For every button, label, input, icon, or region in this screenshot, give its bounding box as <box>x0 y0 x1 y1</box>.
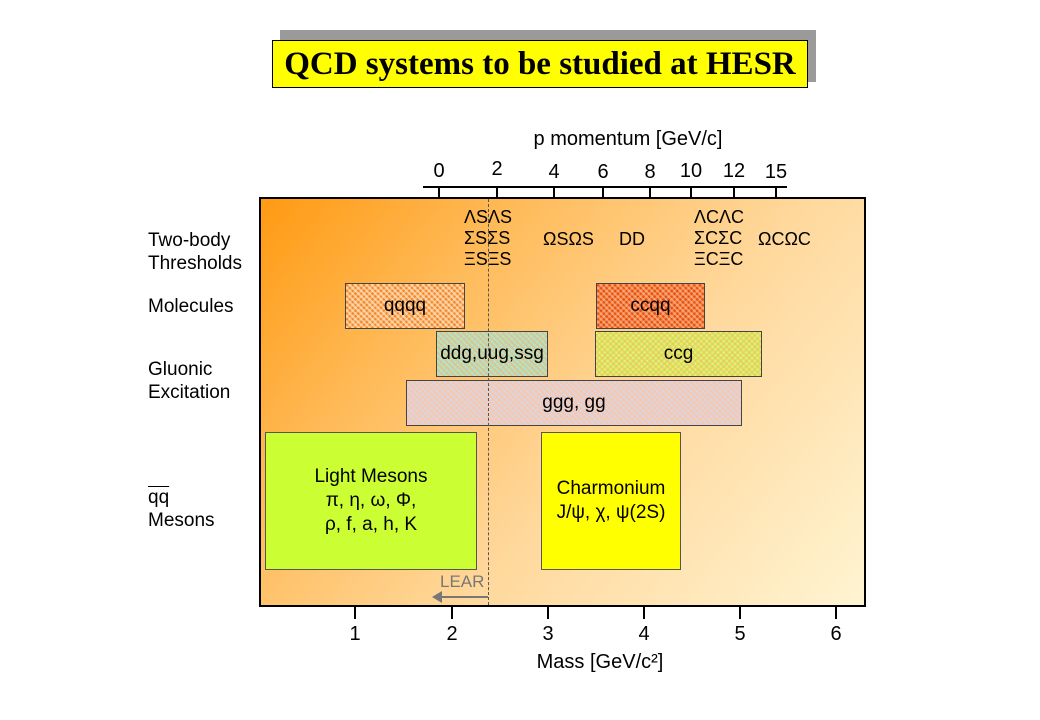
top-axis-label: p momentum [GeV/c] <box>534 128 723 151</box>
threshold-group-strange: ΛSΛS ΣSΣS ΞSΞS <box>464 207 512 270</box>
top-tick <box>602 186 604 198</box>
bottom-tick-label: 6 <box>830 623 842 645</box>
threshold-dd: DD <box>619 229 645 249</box>
gluonic-light-box: ddg,uug,ssg <box>436 331 548 377</box>
threshold-xi-c: ΞCΞC <box>694 249 744 269</box>
top-tick <box>438 186 440 198</box>
threshold-omega-s: ΩSΩS <box>543 229 594 249</box>
bottom-tick-label: 2 <box>446 623 458 645</box>
row-label-gluonic: Gluonic Excitation <box>148 358 230 404</box>
top-tick <box>553 186 555 198</box>
top-tick-label: 6 <box>597 161 609 183</box>
charmonium-box: Charmonium J/ψ, χ, ψ(2S) <box>541 432 681 570</box>
threshold-xi-s: ΞSΞS <box>464 249 512 269</box>
top-tick <box>690 186 692 198</box>
top-axis-line <box>423 186 787 188</box>
glueball-label: ggg, gg <box>542 392 606 413</box>
gluonic-light-label: ddg,uug,ssg <box>440 343 544 364</box>
row-label-line: Mesons <box>148 510 215 531</box>
row-label-qq-mesons: qq Mesons <box>148 486 215 532</box>
top-tick <box>733 186 735 198</box>
top-tick <box>649 186 651 198</box>
threshold-sigma-s: ΣSΣS <box>464 228 511 248</box>
top-tick-label: 2 <box>491 158 503 180</box>
top-axis-label-text: p momentum [GeV/c] <box>533 128 723 150</box>
bottom-tick-label: 3 <box>542 623 554 645</box>
row-label-line: Molecules <box>148 296 234 317</box>
row-label-line: Gluonic <box>148 359 213 380</box>
top-tick <box>775 186 777 198</box>
bottom-tick-label: 5 <box>734 623 746 645</box>
light-mesons-box: Light Mesons π, η, ω, Φ, ρ, f, a, h, K <box>265 432 477 570</box>
row-label-line: qq <box>148 487 170 508</box>
threshold-sigma-c: ΣCΣC <box>694 228 743 248</box>
threshold-omega-c: ΩCΩC <box>758 229 811 249</box>
top-tick-label: 15 <box>764 161 788 183</box>
molecule-charm-box: ccqq <box>596 283 705 329</box>
bottom-tick <box>354 607 356 619</box>
top-tick-label: 8 <box>644 161 656 183</box>
molecule-charm-label: ccqq <box>630 295 671 316</box>
bottom-tick <box>835 607 837 619</box>
bottom-tick <box>739 607 741 619</box>
threshold-group-charm: ΛCΛC ΣCΣC ΞCΞC <box>694 207 744 270</box>
light-mesons-line1: π, η, ω, Φ, <box>325 490 417 511</box>
row-label-two-body: Two-body Thresholds <box>148 229 242 275</box>
molecule-light-label: qqqq <box>383 295 427 316</box>
glueball-box: ggg, gg <box>406 380 742 426</box>
charmonium-states: J/ψ, χ, ψ(2S) <box>556 502 666 523</box>
bottom-tick <box>547 607 549 619</box>
row-label-line: Excitation <box>148 382 231 403</box>
top-tick-label: 10 <box>679 160 703 182</box>
row-label-line: Thresholds <box>148 253 242 274</box>
top-tick-label: 0 <box>433 160 445 182</box>
top-tick-label: 12 <box>722 160 746 182</box>
light-mesons-title: Light Mesons <box>314 466 428 487</box>
row-label-molecules: Molecules <box>148 295 234 318</box>
top-tick-label: 4 <box>548 161 560 183</box>
bottom-tick <box>643 607 645 619</box>
lear-limit-line <box>488 199 489 605</box>
page-title: QCD systems to be studied at HESR <box>272 40 808 88</box>
bottom-axis-label: Mass [GeV/c²] <box>536 651 664 673</box>
gluonic-charm-label: ccg <box>663 343 694 364</box>
left-arrow-icon <box>432 591 488 603</box>
light-mesons-line2: ρ, f, a, h, K <box>324 514 418 535</box>
gluonic-charm-box: ccg <box>595 331 762 377</box>
bottom-tick <box>451 607 453 619</box>
bottom-tick-label: 1 <box>349 623 361 645</box>
lear-label: LEAR <box>440 572 485 591</box>
row-label-line: Two-body <box>148 230 231 251</box>
bottom-tick-label: 4 <box>638 623 650 645</box>
top-tick <box>496 186 498 198</box>
molecule-light-box: qqqq <box>345 283 465 329</box>
charmonium-title: Charmonium <box>556 478 666 499</box>
threshold-lambda-c: ΛCΛC <box>694 207 745 227</box>
